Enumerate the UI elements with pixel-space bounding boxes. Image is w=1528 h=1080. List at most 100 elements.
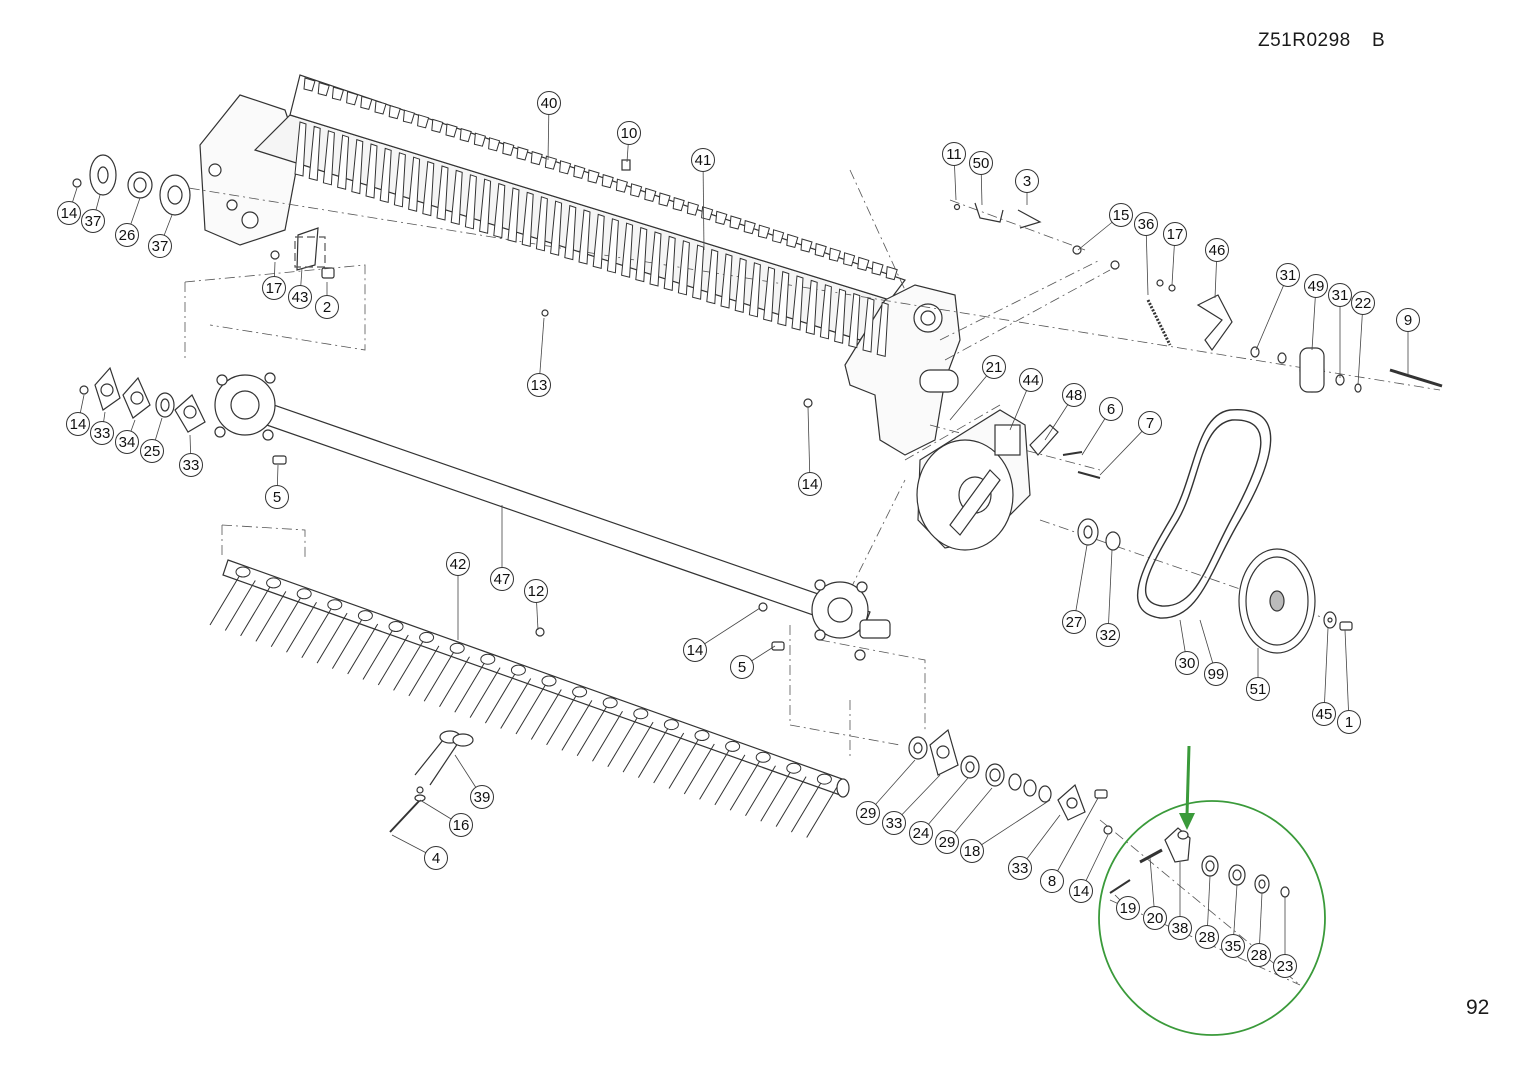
callout-label: 5 bbox=[273, 489, 281, 506]
callout-bubble bbox=[960, 839, 984, 863]
upper-tine bbox=[791, 275, 804, 331]
upper-tine bbox=[606, 218, 619, 274]
callout-label: 3 bbox=[1023, 173, 1031, 190]
upper-tooth bbox=[786, 233, 799, 249]
callout-bubble bbox=[81, 209, 105, 233]
drive-plate-assembly bbox=[541, 309, 1101, 551]
callout-bubble bbox=[856, 801, 880, 825]
callout-bubble bbox=[315, 295, 339, 319]
lower-tine bbox=[362, 629, 394, 680]
callout-16: 16 bbox=[449, 813, 473, 837]
upper-tine bbox=[692, 244, 705, 300]
callout-label: 31 bbox=[1280, 267, 1297, 284]
callout-leader-line bbox=[920, 777, 969, 834]
upper-tine bbox=[763, 266, 776, 322]
callout-label: 33 bbox=[1012, 860, 1029, 877]
tine-coil bbox=[449, 642, 465, 654]
callout-bubble bbox=[1205, 238, 1229, 262]
callout-29: 29 bbox=[935, 830, 959, 854]
upper-tine bbox=[677, 240, 690, 296]
upper-tooth bbox=[772, 229, 785, 244]
drive-belt bbox=[1136, 409, 1272, 619]
upper-tooth bbox=[615, 178, 629, 193]
callout-label: 36 bbox=[1138, 216, 1155, 233]
upper-tine bbox=[777, 270, 790, 327]
upper-tooth bbox=[871, 261, 884, 276]
callout-bubble bbox=[1304, 274, 1328, 298]
callout-bubble bbox=[1195, 925, 1219, 949]
tine-coil bbox=[602, 697, 618, 709]
callout-33: 33 bbox=[179, 453, 203, 477]
callout-label: 26 bbox=[119, 227, 136, 244]
callout-label: 7 bbox=[1146, 415, 1154, 432]
upper-tine bbox=[578, 209, 591, 265]
callout-bubble bbox=[942, 142, 966, 166]
callout-bubble bbox=[1396, 308, 1420, 332]
lower-tine bbox=[500, 678, 532, 729]
callout-label: 37 bbox=[85, 213, 102, 230]
callout-bubble bbox=[1096, 623, 1120, 647]
upper-tine bbox=[876, 301, 889, 358]
callout-14: 14 bbox=[798, 472, 822, 496]
callout-bubble bbox=[1175, 651, 1199, 675]
lower-tine bbox=[347, 623, 379, 675]
upper-tooth bbox=[814, 242, 827, 258]
callout-label: 19 bbox=[1120, 900, 1137, 917]
lower-tine bbox=[790, 781, 822, 833]
callout-8: 8 bbox=[1040, 869, 1064, 893]
callout-label: 14 bbox=[687, 642, 704, 659]
upper-tooth bbox=[417, 114, 430, 129]
callout-43: 43 bbox=[288, 285, 312, 309]
callout-bubble bbox=[148, 234, 172, 258]
callout-label: 11 bbox=[946, 146, 962, 163]
lower-tine bbox=[668, 738, 700, 789]
callout-50: 50 bbox=[969, 151, 993, 175]
callout-label: 12 bbox=[528, 583, 545, 600]
upper-tooth bbox=[502, 141, 515, 157]
callout-bubble bbox=[730, 655, 754, 679]
callout-bubble bbox=[1040, 869, 1064, 893]
tine-coil bbox=[694, 730, 710, 741]
callout-5: 5 bbox=[265, 485, 289, 509]
callout-7: 7 bbox=[1138, 411, 1162, 435]
callout-14: 14 bbox=[1069, 879, 1093, 903]
upper-tine bbox=[379, 147, 392, 204]
callout-28: 28 bbox=[1195, 925, 1219, 949]
callout-49: 49 bbox=[1304, 274, 1328, 298]
callout-leader-line bbox=[1107, 549, 1113, 636]
callout-label: 22 bbox=[1355, 295, 1372, 312]
callout-label: 37 bbox=[152, 238, 169, 255]
upper-tooth bbox=[331, 86, 345, 101]
upper-tooth bbox=[388, 104, 401, 120]
callout-label: 51 bbox=[1250, 681, 1267, 698]
upper-tine bbox=[308, 125, 321, 182]
callout-19: 19 bbox=[1116, 896, 1140, 920]
callout-leader-line bbox=[971, 799, 1051, 852]
callout-39: 39 bbox=[470, 785, 494, 809]
callout-bubble bbox=[1069, 879, 1093, 903]
callout-label: 18 bbox=[964, 843, 981, 860]
callout-label: 38 bbox=[1172, 920, 1189, 937]
callout-37: 37 bbox=[81, 209, 105, 233]
callout-label: 34 bbox=[119, 434, 136, 451]
callout-22: 22 bbox=[1351, 291, 1375, 315]
upper-tine bbox=[805, 279, 818, 336]
callout-label: 23 bbox=[1277, 958, 1294, 975]
upper-tine bbox=[294, 121, 307, 177]
sprocket bbox=[1238, 548, 1353, 654]
upper-tine bbox=[635, 226, 648, 283]
upper-tooth bbox=[729, 215, 742, 230]
shaft bbox=[214, 372, 891, 661]
callout-label: 33 bbox=[183, 457, 200, 474]
callout-bubble bbox=[115, 430, 139, 454]
callout-bubble bbox=[1163, 222, 1187, 246]
callout-27: 27 bbox=[1062, 610, 1086, 634]
upper-tooth bbox=[701, 206, 714, 221]
callout-33: 33 bbox=[1008, 856, 1032, 880]
lower-tine bbox=[607, 716, 639, 767]
callout-bubble bbox=[1351, 291, 1375, 315]
callout-33: 33 bbox=[882, 811, 906, 835]
lower-tine bbox=[653, 732, 685, 784]
callout-2: 2 bbox=[315, 295, 339, 319]
callout-leader-line bbox=[1073, 544, 1088, 623]
